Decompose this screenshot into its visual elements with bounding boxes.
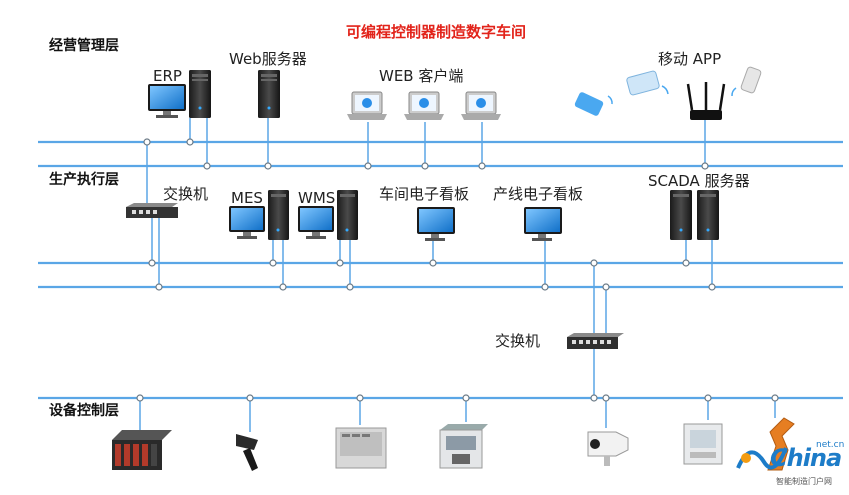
tablet-icon <box>626 70 669 96</box>
diagram-title: 可编程控制器制造数字车间 <box>346 23 527 41</box>
node-label-scada: SCADA 服务器 <box>648 172 750 190</box>
handheld-device-icon <box>731 66 762 97</box>
workshop-board-monitor-icon <box>417 207 455 241</box>
connection-lines <box>139 118 776 432</box>
layer-label-execution: 生产执行层 <box>49 172 119 188</box>
node-label-line-board: 产线电子看板 <box>493 185 584 203</box>
node-label-switch-middle: 交换机 <box>495 332 541 350</box>
hmi-panel-icon <box>335 427 387 469</box>
wifi-router-icon <box>686 82 726 120</box>
mchina-logo: net.cn China 智能制造门户网 <box>732 440 848 490</box>
node-label-wms: WMS <box>298 189 336 207</box>
machine-cabinet-icon <box>439 424 488 469</box>
web-client-laptop-icon-2 <box>404 91 444 120</box>
node-label-switch-top: 交换机 <box>163 185 209 203</box>
wms-monitor-icon <box>298 206 334 239</box>
line-board-monitor-icon <box>524 207 562 241</box>
erp-monitor-icon <box>148 84 186 118</box>
switch-top-icon <box>126 203 178 218</box>
logo-net-text: net.cn <box>816 440 845 450</box>
wms-server-icon <box>337 190 358 240</box>
mes-monitor-icon <box>229 206 265 239</box>
scada-server-icon-1 <box>670 190 692 240</box>
node-label-mes: MES <box>231 189 263 207</box>
logo-text: China <box>770 444 842 472</box>
mobile-phone-icon <box>574 92 613 116</box>
web-server-icon <box>258 70 280 118</box>
web-client-laptop-icon-1 <box>347 91 387 120</box>
erp-server-icon <box>189 70 211 118</box>
junction-dots <box>136 138 779 402</box>
control-terminal-icon <box>683 423 723 465</box>
security-camera-icon <box>587 431 629 466</box>
node-label-workshop-board: 车间电子看板 <box>379 185 470 203</box>
layer-label-management: 经营管理层 <box>49 38 119 54</box>
web-client-laptop-icon-3 <box>461 91 501 120</box>
node-label-erp: ERP <box>153 67 182 85</box>
node-label-web-server: Web服务器 <box>229 50 307 68</box>
switch-middle-icon <box>567 333 624 349</box>
node-label-web-client: WEB 客户端 <box>379 67 464 85</box>
mes-server-icon <box>268 190 289 240</box>
plc-rack-icon <box>112 430 172 470</box>
mchina-logo-mark-icon <box>736 447 788 470</box>
industrial-robot-icon <box>767 417 795 471</box>
scada-server-icon-2 <box>697 190 719 240</box>
logo-subtitle: 智能制造门户网 <box>776 477 832 486</box>
barcode-scanner-icon <box>236 434 258 471</box>
node-label-mobile-app: 移动 APP <box>658 50 722 68</box>
layer-label-control: 设备控制层 <box>49 403 119 419</box>
